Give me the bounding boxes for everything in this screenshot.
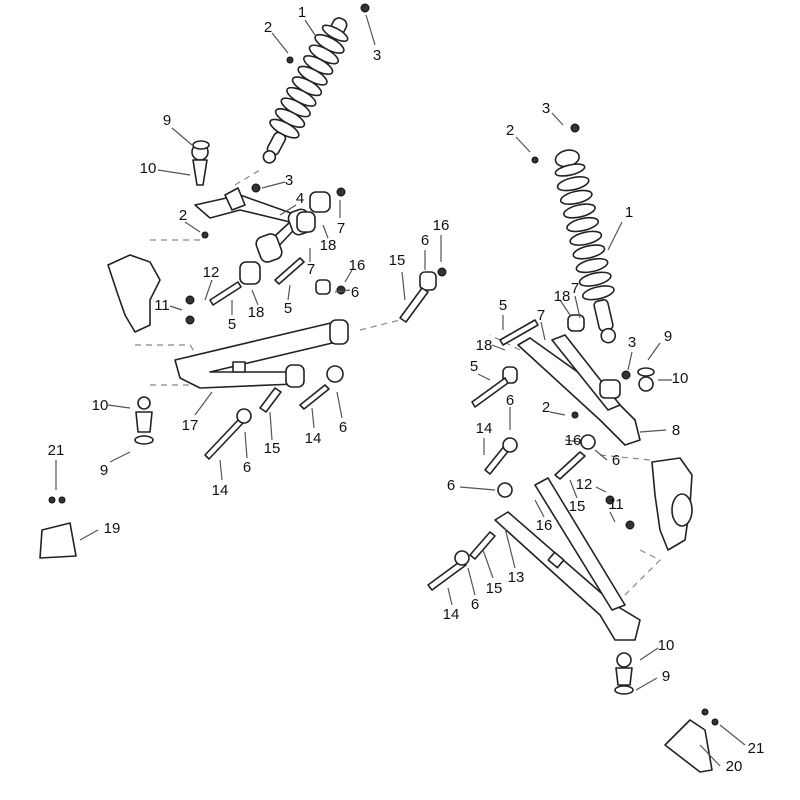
callout: 12: [576, 476, 593, 493]
callout: 2: [506, 122, 514, 139]
right-shock-absorber: [554, 149, 617, 344]
callout: 13: [508, 569, 525, 586]
callout: 9: [662, 668, 670, 685]
callout: 7: [571, 280, 579, 297]
callout: 2: [179, 207, 187, 224]
callout: 16: [536, 517, 553, 534]
callout: 20: [726, 758, 743, 775]
callout: 7: [337, 220, 345, 237]
callout: 5: [228, 316, 236, 333]
callout: 3: [373, 47, 381, 64]
callout: 3: [542, 100, 550, 117]
callout: 8: [672, 422, 680, 439]
callout: 10: [672, 370, 689, 387]
callout: 9: [163, 112, 171, 129]
callout: 2: [542, 399, 550, 416]
callout: 16: [349, 257, 366, 274]
callout: 6: [421, 232, 429, 249]
right-lower-a-arm: [494, 477, 641, 641]
callout-labels: 1 2 3 9 10 3 4 2 7 18 16 12 7 6 11 5 18 …: [48, 4, 765, 775]
right-upper-a-arm: [517, 334, 641, 446]
callout: 6: [339, 419, 347, 436]
callout: 15: [264, 440, 281, 457]
callout: 16: [565, 432, 582, 449]
callout: 11: [608, 496, 624, 513]
callout: 5: [499, 297, 507, 314]
callout: 9: [664, 328, 672, 345]
callout: 14: [305, 430, 322, 447]
callout: 15: [569, 498, 586, 515]
callout: 7: [307, 261, 315, 278]
callout: 17: [182, 417, 199, 434]
callout: 1: [625, 204, 633, 221]
callout: 21: [48, 442, 65, 459]
callout: 9: [100, 462, 108, 479]
callout: 14: [212, 482, 229, 499]
callout: 11: [154, 297, 170, 314]
callout: 5: [470, 358, 478, 375]
callout: 6: [243, 459, 251, 476]
left-steering-knuckle: [107, 254, 161, 333]
left-lower-a-arm: [174, 319, 349, 389]
callout: 21: [748, 740, 765, 757]
callout: 6: [351, 284, 359, 301]
callout: 1: [298, 4, 306, 21]
callout: 3: [628, 334, 636, 351]
hardware: [48, 3, 719, 726]
callout: 6: [612, 452, 620, 469]
callout: 10: [140, 160, 157, 177]
callout: 19: [104, 520, 121, 537]
leader-lines: [55, 14, 746, 767]
callout: 18: [320, 237, 337, 254]
callout: 5: [284, 300, 292, 317]
callout: 18: [476, 337, 493, 354]
callout: 14: [443, 606, 460, 623]
callout: 10: [92, 397, 109, 414]
callout: 15: [486, 580, 503, 597]
callout: 3: [285, 172, 293, 189]
left-skid-plate: [39, 522, 77, 559]
callout: 15: [389, 252, 406, 269]
callout: 18: [554, 288, 571, 305]
callout: 4: [296, 190, 304, 207]
callout: 18: [248, 304, 265, 321]
callout: 10: [658, 637, 675, 654]
callout: 6: [447, 477, 455, 494]
callout: 16: [433, 217, 450, 234]
callout: 6: [471, 596, 479, 613]
left-shock-absorber: [262, 17, 349, 164]
callout: 7: [537, 307, 545, 324]
callout: 6: [506, 392, 514, 409]
callout: 2: [264, 19, 272, 36]
right-skid-plate: [664, 719, 713, 773]
callout: 14: [476, 420, 493, 437]
callout: 12: [203, 264, 220, 281]
right-hub: [671, 493, 693, 527]
